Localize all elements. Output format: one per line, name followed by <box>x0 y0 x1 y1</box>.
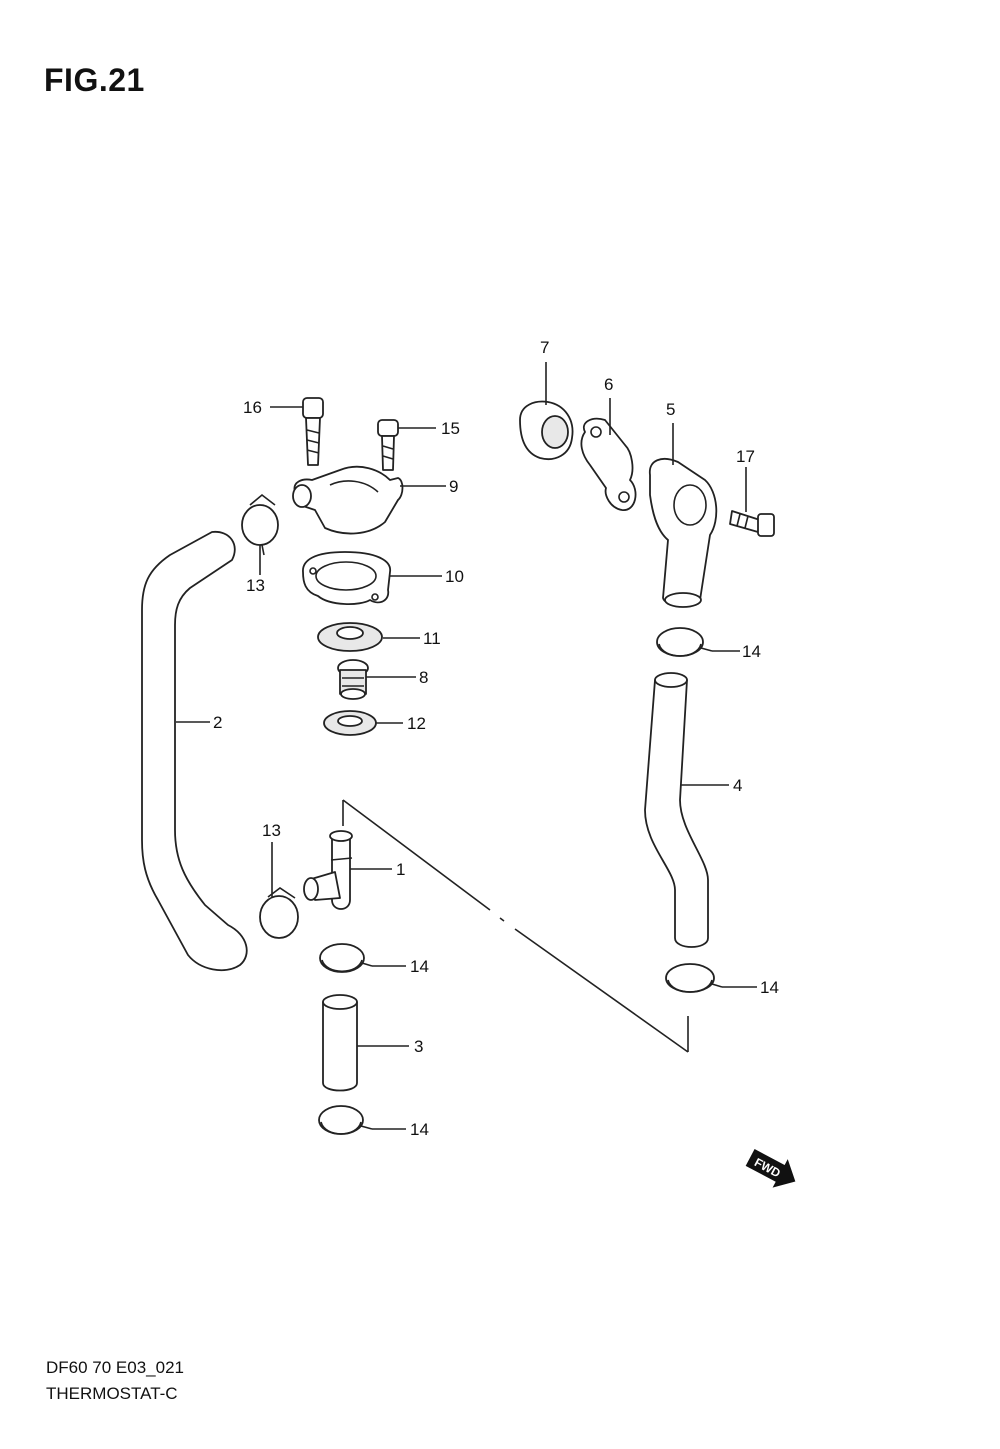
leader-lines <box>176 362 757 1130</box>
bolt-part-15 <box>377 419 399 471</box>
connection-line <box>342 799 689 1053</box>
callout-6: 6 <box>604 375 613 394</box>
callout-13-top: 13 <box>246 576 265 595</box>
callout-14-right-bottom: 14 <box>760 978 779 997</box>
clamp-part-14-right-bottom <box>665 963 723 993</box>
callout-5: 5 <box>666 400 675 419</box>
callout-3: 3 <box>414 1037 423 1056</box>
cap-part-7 <box>519 400 574 460</box>
fwd-arrow-icon: FWD <box>745 1149 796 1188</box>
callout-labels: 7 6 5 17 16 15 9 10 11 8 12 2 13 13 1 14… <box>213 338 779 1139</box>
callout-14-center-bottom: 14 <box>410 1120 429 1139</box>
callout-10: 10 <box>445 567 464 586</box>
callout-14-right-top: 14 <box>742 642 761 661</box>
thermostat-cover-part-9 <box>292 465 404 535</box>
callout-1: 1 <box>396 860 405 879</box>
gasket-part-10 <box>302 551 391 605</box>
callout-11: 11 <box>423 629 441 648</box>
gasket-part-6 <box>580 417 637 511</box>
thermostat-part-8 <box>337 659 369 700</box>
callout-13-bottom: 13 <box>262 821 281 840</box>
callout-7: 7 <box>540 338 549 357</box>
callout-16: 16 <box>243 398 262 417</box>
callout-14-center-top: 14 <box>410 957 429 976</box>
washer-part-12 <box>323 710 377 736</box>
hose-part-3 <box>322 994 358 1092</box>
ring-part-11 <box>317 622 383 652</box>
clamp-part-13-bottom <box>259 887 299 939</box>
callout-15: 15 <box>441 419 460 438</box>
hose-part-2 <box>141 531 248 972</box>
bolt-part-16 <box>302 397 324 466</box>
clamp-part-14-center-bottom <box>318 1105 373 1135</box>
bolt-part-17 <box>729 510 775 537</box>
callout-4: 4 <box>733 776 742 795</box>
callout-2: 2 <box>213 713 222 732</box>
t-joint-part-1 <box>303 830 353 910</box>
hose-part-4 <box>644 672 709 948</box>
elbow-part-5 <box>649 458 718 608</box>
callout-12: 12 <box>407 714 426 733</box>
callout-8: 8 <box>419 668 428 687</box>
callout-9: 9 <box>449 477 458 496</box>
clamp-part-14-center-top <box>319 943 373 973</box>
figure-name: THERMOSTAT-C <box>46 1384 178 1403</box>
figure-title: FIG.21 <box>44 62 145 98</box>
clamp-part-14-right-top <box>656 627 713 657</box>
figure-code: DF60 70 E03_021 <box>46 1358 184 1377</box>
callout-17: 17 <box>736 447 755 466</box>
